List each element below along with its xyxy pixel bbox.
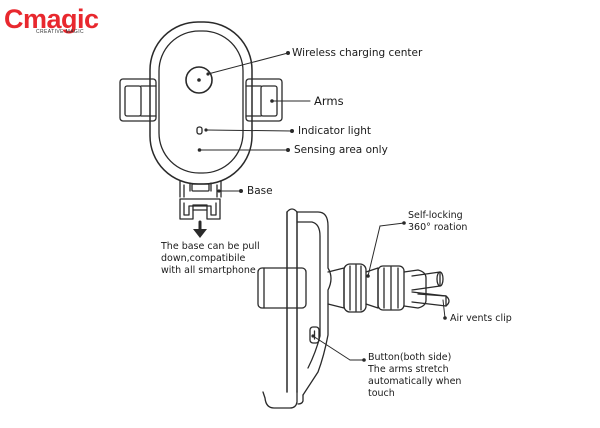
holder-shell (149, 21, 253, 185)
left-arm (119, 78, 157, 122)
label-air-vent-clip: Air vents clip (450, 313, 512, 324)
base-assembly (179, 180, 222, 220)
brand-logo: Cmagic (4, 4, 99, 34)
base-note-line-3: with all smartphone (161, 265, 256, 276)
side-view-holder (257, 208, 450, 409)
side-button (309, 326, 320, 344)
label-rotation: 360° roation (408, 222, 468, 233)
label-indicator-light: Indicator light (298, 125, 372, 137)
brand-tagline: CREATIVE MAGIC (36, 29, 85, 35)
rotation-joint (327, 263, 405, 313)
side-leaders (311, 221, 447, 362)
button-note-line-3: automatically when (368, 376, 462, 387)
pull-down-arrow (193, 220, 207, 238)
indicator-light (196, 126, 203, 135)
label-base: Base (247, 185, 273, 197)
label-wireless-center: Wireless charging center (292, 47, 423, 59)
label-arms: Arms (314, 94, 344, 108)
button-note-line-2: The arms stretch (368, 364, 449, 375)
front-leaders (200, 51, 311, 193)
button-note-line-1: Button(both side) (368, 352, 452, 363)
charging-pad (158, 30, 244, 174)
sensing-area-dot (197, 148, 202, 152)
base-note-line-1: The base can be pull (161, 241, 260, 252)
label-sensing-area: Sensing area only (294, 144, 388, 156)
button-note-line-4: touch (368, 388, 395, 399)
air-vent-clip (403, 269, 450, 309)
base-note-line-2: down,compatibile (161, 253, 246, 264)
label-self-locking: Self-locking (408, 210, 463, 221)
front-view-holder (119, 21, 283, 238)
wireless-charging-coil (185, 66, 213, 94)
